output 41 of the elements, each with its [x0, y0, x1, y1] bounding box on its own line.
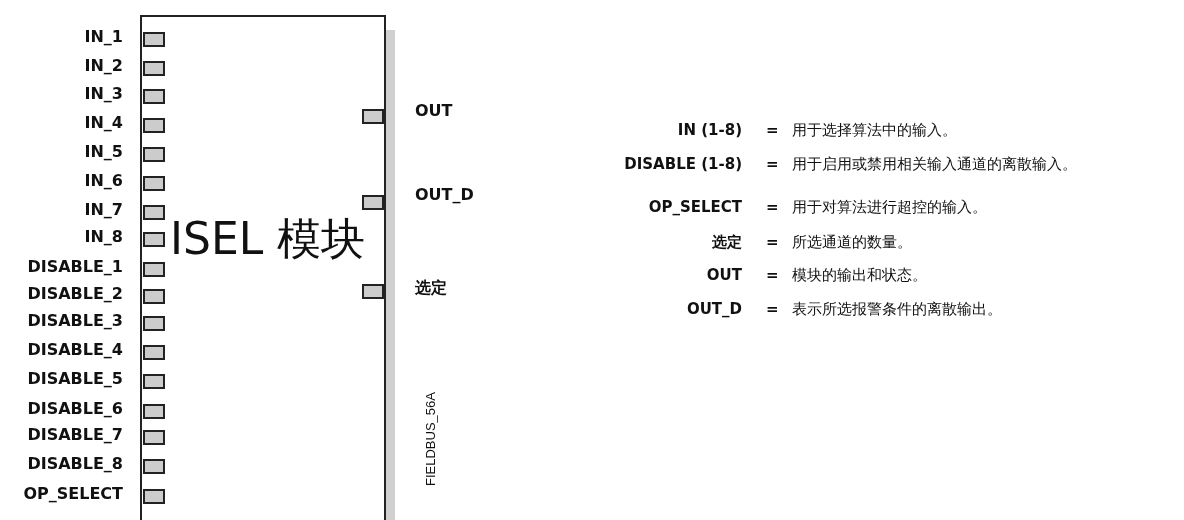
- pin-label: OUT: [415, 101, 453, 121]
- pin-label: IN_6: [84, 171, 123, 191]
- pin-label: DISABLE_2: [27, 284, 123, 304]
- term-label: IN (1-8): [677, 120, 742, 140]
- function-block: [140, 15, 386, 520]
- description-text: 用于启用或禁用相关输入通道的离散输入。: [792, 154, 1077, 174]
- drawing-number: FIELDBUS_56A: [423, 391, 439, 488]
- term-label: 选定: [712, 232, 742, 252]
- pin-label: IN_3: [84, 84, 123, 104]
- equals-sign: =: [766, 120, 779, 140]
- pin-label: DISABLE_8: [27, 454, 123, 474]
- pin-label: IN_5: [84, 142, 123, 162]
- term-label: OUT: [706, 265, 742, 285]
- pin-label: DISABLE_1: [27, 257, 123, 277]
- pin-label: DISABLE_7: [27, 425, 123, 445]
- pin-label: DISABLE_5: [27, 369, 123, 389]
- pin-label: DISABLE_4: [27, 340, 123, 360]
- description-text: 用于对算法进行超控的输入。: [792, 197, 987, 217]
- pin-label: IN_4: [84, 113, 123, 133]
- pin-label: DISABLE_6: [27, 399, 123, 419]
- block-title: ISEL 模块: [170, 213, 366, 265]
- term-label: DISABLE (1-8): [624, 154, 742, 174]
- equals-sign: =: [766, 265, 779, 285]
- pin-label: OUT_D: [415, 185, 474, 205]
- description-text: 所选通道的数量。: [792, 232, 912, 252]
- term-label: OUT_D: [686, 299, 742, 319]
- pin-label: IN_2: [84, 56, 123, 76]
- pin-label: IN_7: [84, 200, 123, 220]
- pin-label: IN_1: [84, 27, 123, 47]
- pin-label: OP_SELECT: [23, 484, 123, 504]
- equals-sign: =: [766, 299, 779, 319]
- pin-label: DISABLE_3: [27, 311, 123, 331]
- description-text: 表示所选报警条件的离散输出。: [792, 299, 1002, 319]
- term-label: OP_SELECT: [648, 197, 742, 217]
- description-text: 模块的输出和状态。: [792, 265, 927, 285]
- equals-sign: =: [766, 154, 779, 174]
- pin-label: IN_8: [84, 227, 123, 247]
- description-text: 用于选择算法中的输入。: [792, 120, 957, 140]
- pin-label: 选定: [415, 278, 447, 298]
- equals-sign: =: [766, 197, 779, 217]
- equals-sign: =: [766, 232, 779, 252]
